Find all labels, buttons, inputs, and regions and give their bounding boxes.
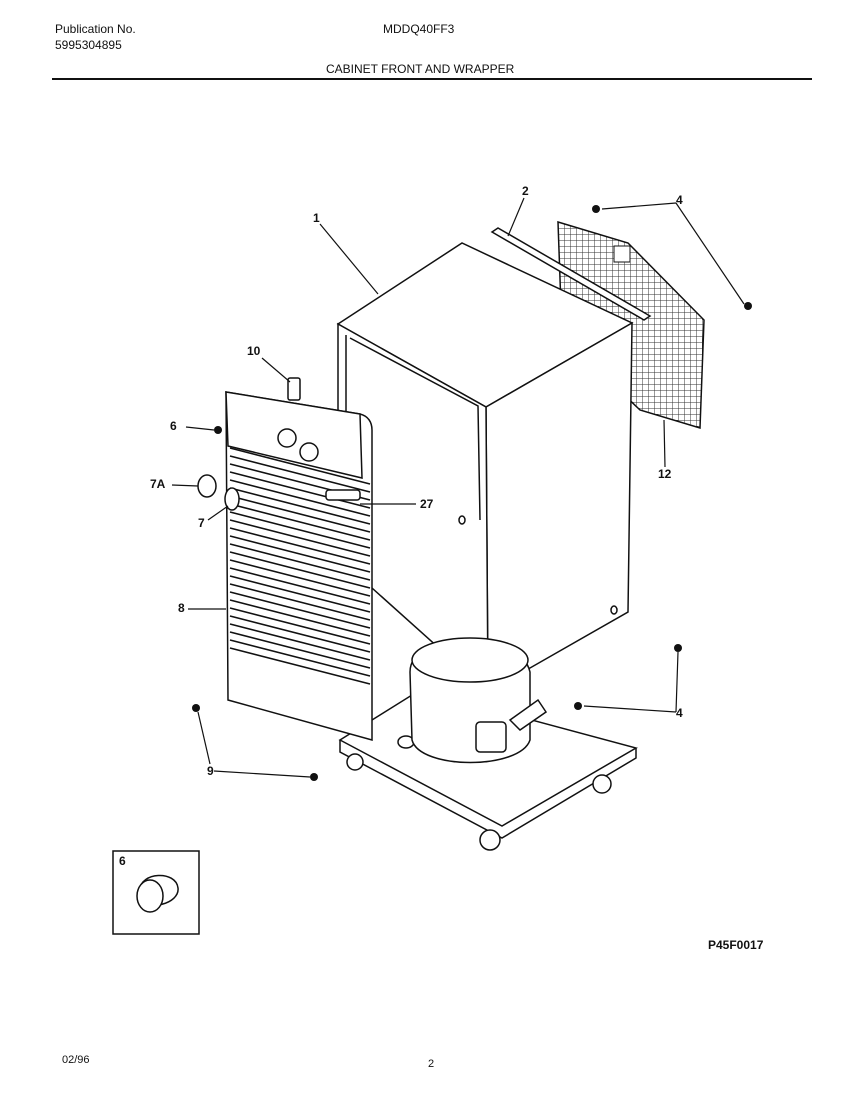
model-number: MDDQ40FF3 [383, 22, 455, 36]
page-number: 2 [428, 1058, 435, 1070]
humidistat [287, 377, 301, 401]
section-title: CABINET FRONT AND WRAPPER [326, 62, 515, 76]
callout-6: 6 [170, 419, 177, 433]
leader-lines [171, 197, 745, 778]
callout-1: 1 [313, 211, 320, 225]
callout-12: 12 [658, 467, 672, 481]
callout-7a: 7A [150, 477, 166, 491]
cabinet-wrapper [336, 242, 634, 694]
figure-code: P45F0017 [708, 938, 764, 952]
callout-6-inset: 6 [119, 854, 126, 868]
footer-date: 02/96 [62, 1054, 90, 1066]
callout-27: 27 [420, 497, 434, 511]
header-rule [52, 78, 812, 80]
callout-9: 9 [207, 764, 214, 778]
inset-part-6: 6 [112, 850, 200, 935]
front-panel-louvers [229, 447, 371, 685]
control-knob-holes [277, 428, 361, 501]
publication-number: 5995304895 [55, 38, 122, 52]
compressor [409, 637, 548, 764]
callout-10: 10 [247, 344, 261, 358]
screws [192, 205, 752, 781]
callout-8: 8 [178, 601, 185, 615]
callout-4-bottom: 4 [676, 706, 683, 720]
callout-4-top: 4 [676, 193, 683, 207]
callout-7: 7 [198, 516, 205, 530]
knobs [197, 474, 240, 511]
front-panel [225, 391, 373, 741]
top-rail [490, 227, 652, 321]
callout-2: 2 [522, 184, 529, 198]
publication-label: Publication No. [55, 22, 136, 36]
